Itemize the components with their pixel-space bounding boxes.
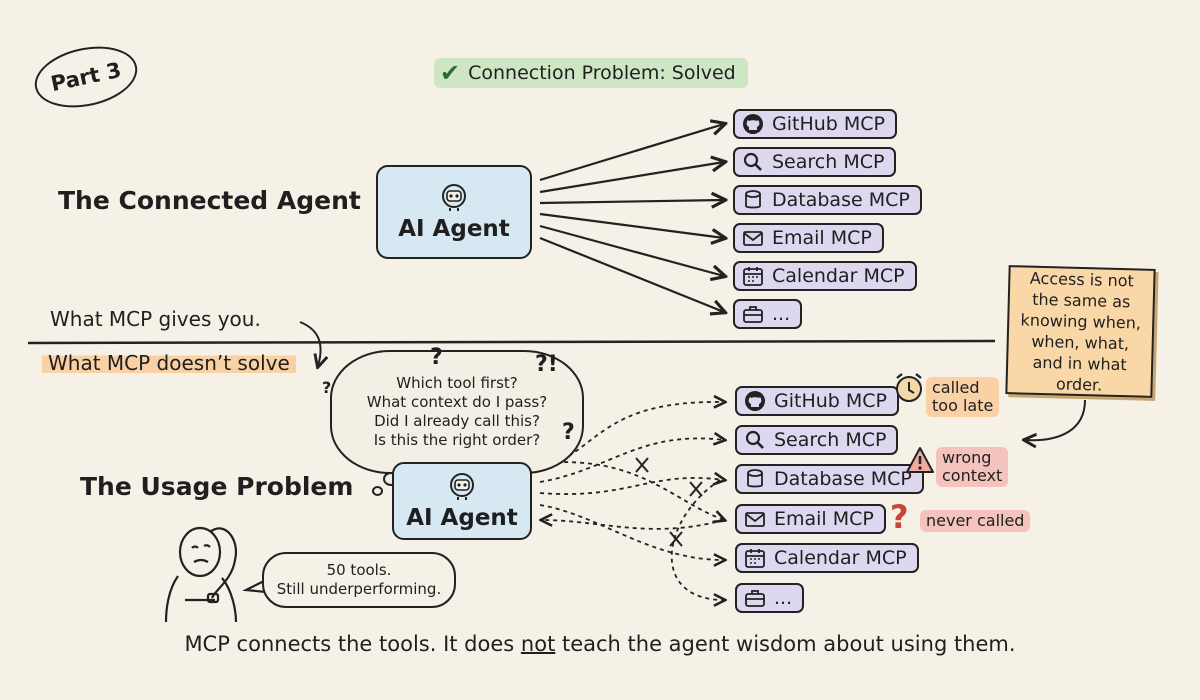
ai-agent-box-bottom: AI Agent <box>392 462 532 540</box>
note-arrow <box>1025 399 1086 440</box>
checkmark-icon: ✔ <box>440 59 461 87</box>
tool-label: GitHub MCP <box>774 390 887 412</box>
ai-agent-box-top: AI Agent <box>376 165 532 259</box>
solved-banner: ✔ Connection Problem: Solved <box>434 58 748 88</box>
tool-label: Database MCP <box>774 468 912 490</box>
tool-database-mcp-bottom: Database MCP <box>735 464 924 494</box>
tool-label: Email MCP <box>772 227 872 249</box>
arrow-to-calendar <box>539 224 724 276</box>
tool-label: ... <box>774 587 793 609</box>
github-icon <box>743 114 763 134</box>
dashed-to-github <box>539 402 724 471</box>
alarm-clock-icon <box>896 373 922 402</box>
thought-line: Did I already call this? <box>374 412 540 430</box>
problem-label-never-called: never called <box>920 510 1031 532</box>
tool-label: GitHub MCP <box>772 113 885 135</box>
search-icon <box>745 430 764 449</box>
mail-icon <box>745 512 765 527</box>
question-mark-icon: ?! <box>535 352 558 377</box>
arrow-to-github <box>539 124 724 182</box>
tool-email-mcp-bottom: Email MCP <box>735 504 886 534</box>
warning-icon <box>906 447 934 473</box>
question-mark-icon: ? <box>890 498 909 536</box>
tool-label: Database MCP <box>772 189 910 211</box>
caption-what-mcp-doesnt-solve: What MCP doesn’t solve <box>42 351 296 375</box>
search-icon <box>743 152 762 171</box>
dashed-to-search <box>539 438 724 483</box>
tool-search-mcp-top: Search MCP <box>733 147 897 177</box>
question-mark-icon: ? <box>562 420 575 445</box>
tool-label: Search MCP <box>772 151 885 173</box>
tool-more-top: ... <box>733 299 803 329</box>
tool-database-mcp-top: Database MCP <box>733 185 922 215</box>
problem-label-wrong-context: wrong context <box>936 447 1009 487</box>
tool-github-mcp-top: GitHub MCP <box>733 109 897 139</box>
ai-agent-label-bottom: AI Agent <box>406 505 518 531</box>
question-mark-icon: ? <box>430 345 443 370</box>
footer-caption: MCP connects the tools. It does not teac… <box>184 632 1016 656</box>
tool-calendar-mcp-bottom: Calendar MCP <box>735 543 919 573</box>
robot-brain-icon <box>442 184 466 211</box>
thought-bubble-dot <box>372 486 383 496</box>
thought-line: What context do I pass? <box>366 393 548 411</box>
arrow-to-database <box>539 200 724 203</box>
tool-label: Email MCP <box>774 508 874 530</box>
failure-marks <box>635 457 703 547</box>
tool-calendar-mcp-top: Calendar MCP <box>733 261 917 291</box>
caption-what-mcp-gives: What MCP gives you. <box>50 307 261 331</box>
section-divider <box>27 339 996 345</box>
section-title-connected-agent: The Connected Agent <box>58 186 361 215</box>
speech-line: 50 tools. <box>326 561 392 579</box>
solved-banner-text: Connection Problem: Solved <box>468 62 736 84</box>
database-icon <box>747 469 763 488</box>
footer-emphasis: not <box>520 632 556 656</box>
caption-arrow <box>299 321 321 366</box>
tool-search-mcp-bottom: Search MCP <box>735 425 899 455</box>
tool-more-bottom: ... <box>735 583 805 613</box>
toolbox-icon <box>745 590 765 607</box>
calendar-icon <box>743 267 763 286</box>
dashed-to-database <box>539 478 724 495</box>
dashed-return <box>542 520 725 530</box>
tool-email-mcp-top: Email MCP <box>733 223 884 253</box>
mail-icon <box>743 231 763 246</box>
tool-label: Calendar MCP <box>774 547 907 569</box>
problem-label-called-too-late: called too late <box>926 377 1000 417</box>
thought-line: Which tool first? <box>396 374 518 392</box>
question-mark-icon: ? <box>322 378 332 397</box>
speech-line: Still underperforming. <box>276 580 442 598</box>
database-icon <box>745 190 761 209</box>
thought-line: Is this the right order? <box>373 431 541 449</box>
speech-bubble: 50 tools. Still underperforming. <box>262 552 456 608</box>
dashed-to-email <box>539 461 724 520</box>
dashed-to-calendar <box>539 504 724 560</box>
confused-person-figure <box>164 526 238 623</box>
tool-label: Search MCP <box>774 429 887 451</box>
arrow-to-email <box>539 212 724 238</box>
thought-cloud: Which tool first? What context do I pass… <box>330 350 584 474</box>
sticky-note: Access is not the same as knowing when, … <box>1005 265 1156 398</box>
toolbox-icon <box>743 306 763 323</box>
dashed-to-more <box>670 479 724 600</box>
tool-label: Calendar MCP <box>772 265 905 287</box>
arrow-to-search <box>539 162 724 194</box>
robot-brain-icon <box>450 473 474 500</box>
ai-agent-label-top: AI Agent <box>398 216 510 242</box>
arrow-to-more <box>539 236 724 312</box>
github-icon <box>745 391 765 411</box>
tool-label: ... <box>772 303 791 325</box>
section-title-usage-problem: The Usage Problem <box>80 472 354 501</box>
calendar-icon <box>745 549 765 568</box>
tool-github-mcp-bottom: GitHub MCP <box>735 386 899 416</box>
